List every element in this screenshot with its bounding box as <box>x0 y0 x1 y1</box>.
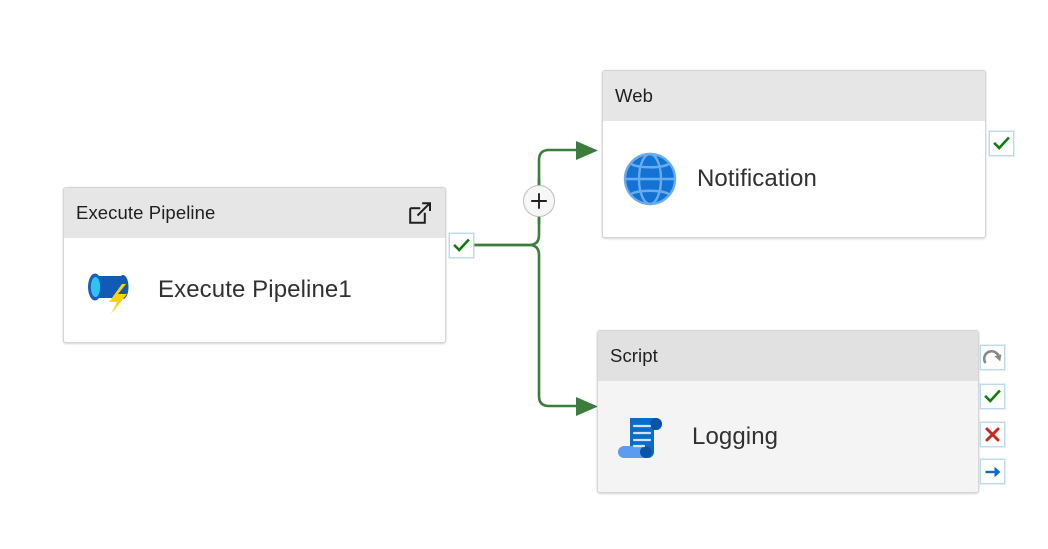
execute-pipeline-icon <box>80 259 142 321</box>
port-success-script[interactable] <box>980 384 1005 409</box>
edge-arrowhead <box>576 397 598 416</box>
node-header-execute-pipeline: Execute Pipeline <box>64 188 445 238</box>
skip-arrow-icon <box>983 350 1002 364</box>
node-body-web: Notification <box>603 121 985 237</box>
plus-icon <box>531 193 547 209</box>
node-type-label: Script <box>610 345 658 366</box>
port-success-web[interactable] <box>989 131 1014 156</box>
add-activity-button[interactable] <box>523 185 555 217</box>
node-header-web: Web <box>603 71 985 121</box>
globe-icon <box>619 148 681 210</box>
port-skipped-script[interactable] <box>980 345 1005 370</box>
node-script[interactable]: Script <box>597 330 979 493</box>
check-icon <box>453 238 470 252</box>
node-activity-name: Logging <box>692 422 779 450</box>
node-activity-name: Notification <box>697 165 817 192</box>
port-completion-script[interactable] <box>980 459 1005 484</box>
check-icon <box>993 136 1010 150</box>
port-success-execute-pipeline[interactable] <box>449 233 474 258</box>
arrow-right-icon <box>985 466 1000 477</box>
node-type-label: Web <box>615 85 654 106</box>
node-type-label: Execute Pipeline <box>76 202 216 223</box>
open-in-new-window-icon[interactable] <box>405 198 435 228</box>
script-scroll-icon <box>614 406 676 468</box>
edge-exec-to-script[interactable] <box>474 243 598 416</box>
edge-arrowhead <box>576 141 598 160</box>
port-failure-script[interactable] <box>980 422 1005 447</box>
node-body-execute-pipeline: Execute Pipeline1 <box>64 238 445 342</box>
node-web[interactable]: Web Notification <box>602 70 986 238</box>
node-activity-name: Execute Pipeline1 <box>158 276 352 303</box>
cross-icon <box>985 427 1000 442</box>
node-execute-pipeline[interactable]: Execute Pipeline <box>63 187 446 343</box>
node-header-script: Script <box>598 331 978 381</box>
node-body-script: Logging <box>598 381 978 492</box>
check-icon <box>984 389 1001 403</box>
